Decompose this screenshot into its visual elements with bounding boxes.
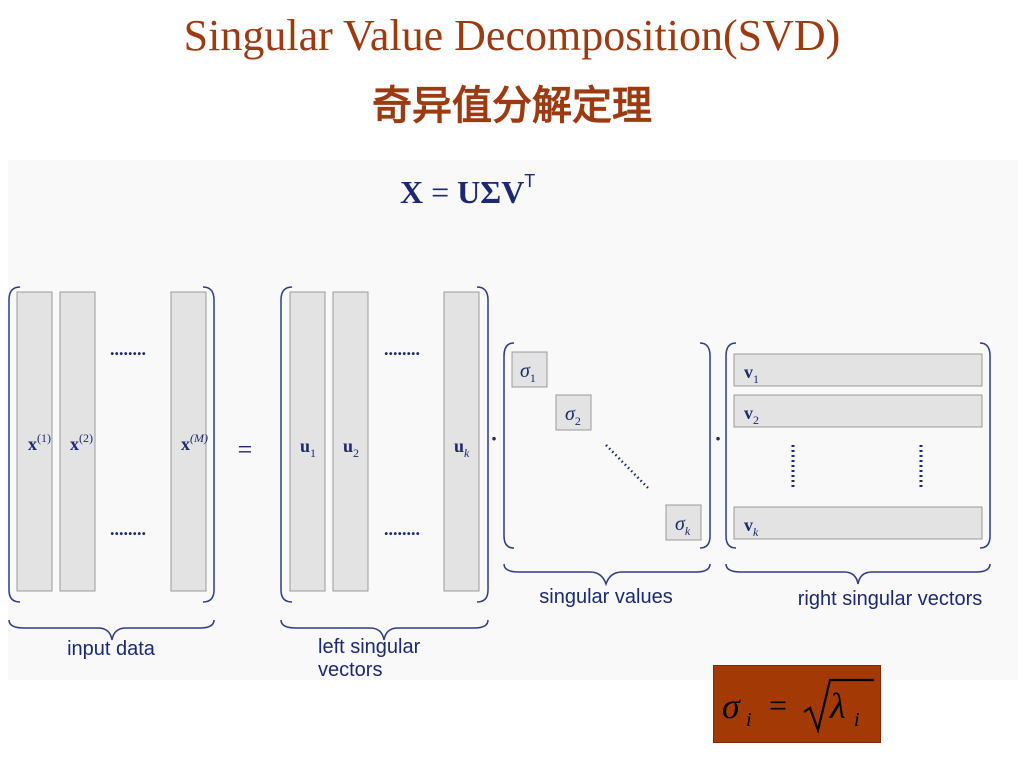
equation-equals: = xyxy=(431,174,450,210)
slide-title: Singular Value Decomposition(SVD) xyxy=(183,11,841,60)
sigma-1-cell xyxy=(511,351,548,388)
left-sv-right-bracket xyxy=(476,286,489,603)
formula-sqrt-sign xyxy=(803,678,874,734)
sv-label: singular values xyxy=(539,586,672,608)
equation-transpose: T xyxy=(524,171,536,192)
diagram-equals: = xyxy=(238,435,253,464)
equation-rhs: UΣV xyxy=(457,174,525,210)
singular-values-matrix: σ1 σ2 σk singular values xyxy=(503,342,711,608)
label-sigma1: σ1 xyxy=(520,360,536,385)
left-sv-label: left singular vectors xyxy=(318,636,426,681)
input-underbrace xyxy=(8,619,215,641)
left-sv-dots-bottom: ........ xyxy=(384,519,420,539)
input-right-bracket xyxy=(202,286,215,603)
left-sv-dots-top: ........ xyxy=(384,339,420,359)
sv-left-bracket xyxy=(503,342,515,549)
label-uk: uk xyxy=(454,436,470,460)
left-sv-column-2 xyxy=(332,291,369,592)
svd-equation: X = UΣVT xyxy=(400,171,536,211)
sigma-formula: σ i = λ i xyxy=(722,678,874,734)
label-x2: x(2) xyxy=(70,431,93,454)
label-u1: u1 xyxy=(300,436,316,460)
left-sv-column-k xyxy=(443,291,480,592)
formula-sigma: σ xyxy=(722,686,741,726)
sv-right-bracket xyxy=(699,342,711,549)
left-sv-left-bracket xyxy=(280,286,293,603)
label-vk: vk xyxy=(744,515,759,539)
dot-operator-2: · xyxy=(714,426,721,451)
right-singular-matrix: v1 v2 vk right singular vectors xyxy=(725,342,991,610)
right-sv-underbrace xyxy=(725,563,991,585)
sv-diagonal-dots xyxy=(605,444,651,491)
right-sv-row-2 xyxy=(733,394,983,428)
left-singular-matrix: ........ ........ u1 u2 uk left singular… xyxy=(280,286,489,681)
sv-underbrace xyxy=(503,563,711,587)
dot-operator-1: · xyxy=(490,426,497,451)
formula-lambda-sub: i xyxy=(854,709,860,731)
slide-subtitle: 奇异值分解定理 xyxy=(372,83,652,129)
input-left-bracket xyxy=(8,286,21,603)
sigma-k-cell xyxy=(665,504,702,541)
input-data-label: input data xyxy=(67,638,156,660)
label-xm: x(M) xyxy=(181,431,208,454)
right-sv-label: right singular vectors xyxy=(798,588,983,610)
label-sigmak: σk xyxy=(675,513,691,538)
label-sigma2: σ2 xyxy=(565,403,581,428)
input-column-2 xyxy=(59,291,96,592)
input-column-1 xyxy=(16,291,53,592)
right-sv-row-1 xyxy=(733,353,983,387)
left-sv-column-1 xyxy=(289,291,326,592)
label-x1: x(1) xyxy=(28,431,51,454)
input-data-matrix: ........ ........ x(1) x(2) x(M) input d… xyxy=(8,286,215,660)
input-dots-top: ........ xyxy=(110,339,146,359)
right-sv-left-bracket xyxy=(725,342,737,549)
right-sv-row-k xyxy=(733,506,983,540)
sigma-formula-box: σ i = λ i xyxy=(713,665,881,743)
formula-lambda: λ xyxy=(829,686,846,726)
formula-equals: = xyxy=(769,687,787,723)
equation-lhs: X xyxy=(400,174,424,210)
label-v1: v1 xyxy=(744,362,759,386)
right-sv-right-bracket xyxy=(979,342,991,549)
input-dots-bottom: ........ xyxy=(110,519,146,539)
label-u2: u2 xyxy=(343,436,359,460)
input-column-m xyxy=(170,291,207,592)
sigma-2-cell xyxy=(555,394,592,431)
label-v2: v2 xyxy=(744,403,759,427)
left-sv-underbrace xyxy=(280,619,489,641)
formula-sigma-sub: i xyxy=(746,709,752,731)
